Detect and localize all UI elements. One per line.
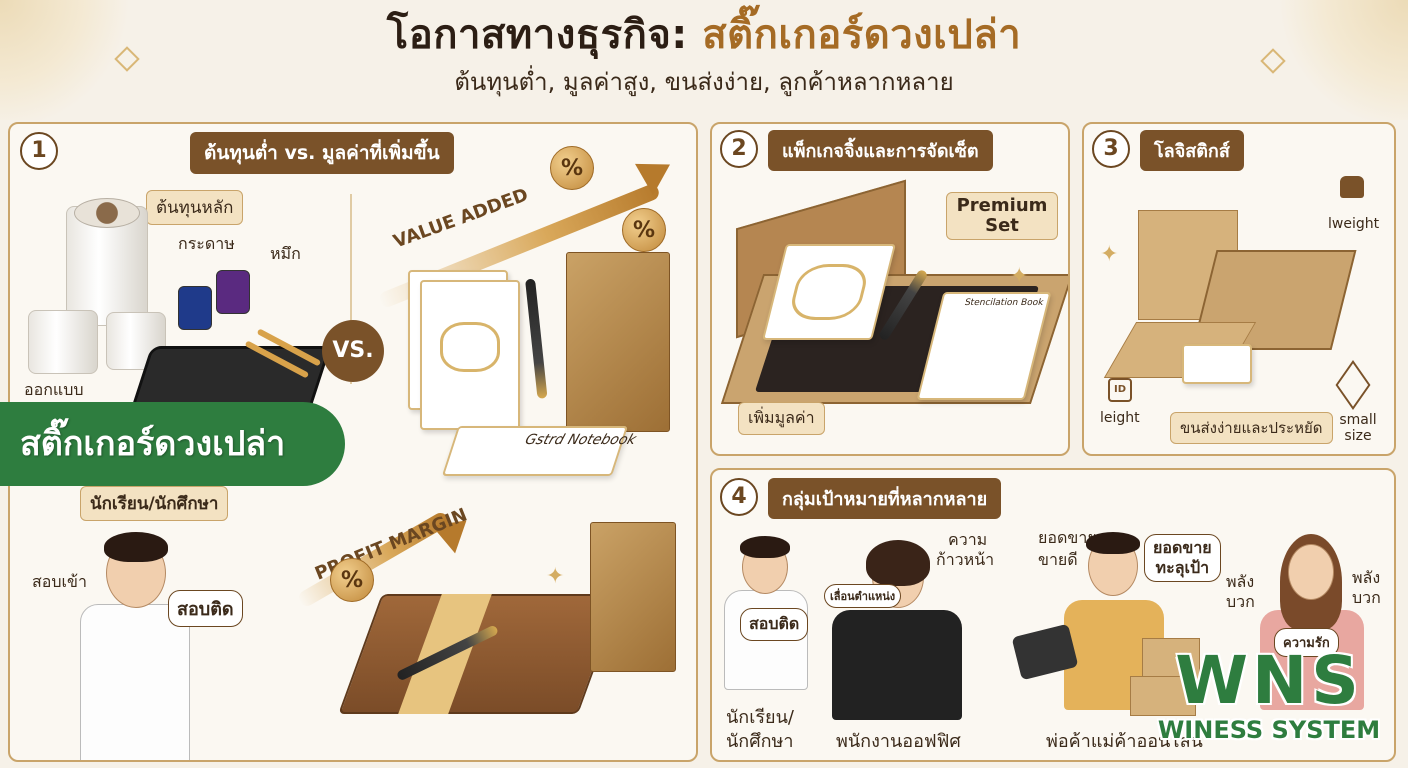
notebook-text: Gstrd Notebook [522, 432, 639, 448]
title-accent: สติ๊กเกอร์ดวงเปล่า [702, 12, 1022, 58]
panel-number-badge: 2 [720, 130, 758, 168]
sparkle-icon: ✦ [1010, 264, 1029, 289]
ink-label: หมึก [270, 244, 301, 263]
exam-enter-label: สอบเข้า [32, 572, 87, 591]
panel-heading: แพ็กเกจจิ้งและการจัดเซ็ต [768, 130, 993, 171]
wns-logo: WNS WINESS SYSTEM [1150, 646, 1388, 756]
office-suit [832, 610, 962, 720]
positive-right-1: พลัง [1352, 568, 1381, 587]
ornate-frame-icon [440, 322, 500, 372]
page-title: โอกาสทางธุรกิจ: สติ๊กเกอร์ดวงเปล่า [0, 6, 1408, 64]
positive-left-2: บวก [1226, 592, 1255, 611]
promotion-bubble: เลื่อนตำแหน่ง [824, 584, 902, 608]
weight-top-label: lweight [1328, 216, 1380, 232]
sparkle-icon: ✦ [546, 564, 565, 589]
student-label-2: นักศึกษา [726, 731, 794, 752]
doc-title: Stencilation Book [963, 298, 1045, 308]
small-size-label: small size [1339, 412, 1377, 444]
student-hair [740, 536, 790, 558]
woman-head [1288, 544, 1334, 600]
divider [350, 194, 352, 384]
sales-bubble: ยอดขาย ทะลุเป้า [1144, 534, 1221, 582]
parcel-box-icon [1142, 638, 1200, 682]
office-hair [866, 540, 930, 586]
gold-box-icon [590, 522, 676, 672]
panel-number-badge: 3 [1092, 130, 1130, 168]
love-bubble: ความรัก [1274, 628, 1339, 657]
parcel-box-icon [1130, 676, 1196, 716]
panel-number-badge: 4 [720, 478, 758, 516]
shipping-label: ขนส่งง่ายและประหยัด [1170, 412, 1333, 444]
sales-bubble-2: ทะลุเป้า [1155, 558, 1210, 577]
paper-roll-icon [28, 310, 98, 374]
merchant-hair [1086, 532, 1140, 554]
paper-label: กระดาษ [178, 234, 235, 253]
sales-bubble-1: ยอดขาย [1153, 538, 1212, 557]
office-label: พนักงานออฟฟิศ [836, 731, 961, 752]
corner-ornament-left [0, 0, 140, 120]
corner-ornament-right [1268, 0, 1408, 120]
header: โอกาสทางธุรกิจ: สติ๊กเกอร์ดวงเปล่า ต้นทุ… [0, 6, 1408, 100]
gold-box-icon [566, 252, 670, 432]
panel-logistics: 3 โลจิสติกส์ lweight ID leight ขนส่งง่าย… [1082, 122, 1396, 456]
weight-icon [1340, 176, 1364, 198]
panel-number-badge: 1 [20, 132, 58, 170]
panel-target-groups: 4 กลุ่มเป้าหมายที่หลากหลาย สอบติด นักเรี… [710, 468, 1396, 762]
panel-heading: กลุ่มเป้าหมายที่หลากหลาย [768, 478, 1002, 519]
progress-label-1: ความ [948, 530, 988, 549]
cube-icon [1335, 360, 1371, 410]
add-value-label: เพิ่มมูลค่า [738, 402, 825, 435]
ornate-frame-icon [787, 264, 871, 320]
logo-wordmark: WNS [1175, 642, 1363, 719]
vs-badge: VS. [322, 320, 384, 382]
panel-heading: ต้นทุนต่ำ vs. มูลค่าที่เพิ่มขึ้น [190, 132, 454, 174]
design-label: ออกแบบ [24, 380, 84, 399]
weight-id-icon: ID [1108, 378, 1132, 402]
exam-pass-bubble: สอบติด [168, 590, 243, 627]
ink-bottle-icon [178, 286, 212, 330]
percent-icon: % [550, 146, 594, 190]
sticker-card [1182, 344, 1252, 384]
page-subtitle: ต้นทุนต่ำ, มูลค่าสูง, ขนส่งง่าย, ลูกค้าห… [454, 68, 954, 96]
percent-icon: % [330, 558, 374, 602]
positive-left-1: พลัง [1226, 572, 1255, 591]
paper-roll-end-icon [74, 198, 140, 228]
sparkle-icon: ✦ [1100, 242, 1119, 267]
student-hair [104, 532, 168, 562]
student-shirt [80, 604, 190, 760]
sticker-title-banner: สติ๊กเกอร์ดวงเปล่า [0, 402, 345, 486]
merchant-label: พ่อค้าแม่ค้าออนไลน์ [1046, 731, 1203, 752]
panel-heading: โลจิสติกส์ [1140, 130, 1244, 171]
positive-right-2: บวก [1352, 588, 1381, 607]
percent-icon: % [622, 208, 666, 252]
student-bubble: สอบติด [740, 608, 809, 641]
weight-bottom-label: leight [1100, 410, 1140, 426]
logo-subtitle: WINESS SYSTEM [1157, 716, 1381, 744]
panel-packaging: 2 แพ็กเกจจิ้งและการจัดเซ็ต Premium Set S… [710, 122, 1070, 456]
progress-label-2: ก้าวหน้า [936, 550, 995, 569]
notebook-open-icon: Gstrd Notebook [441, 426, 638, 476]
fountain-pen-icon [525, 278, 548, 399]
sales-label-2: ขายดี [1038, 550, 1078, 569]
cost-label: ต้นทุนหลัก [146, 190, 244, 225]
sales-label-1: ยอดขาย [1038, 528, 1097, 547]
premium-set-label: Premium Set [946, 192, 1058, 240]
title-main: โอกาสทางธุรกิจ: [386, 12, 703, 58]
student-label-1: นักเรียน/ [726, 707, 794, 728]
notebook-card [420, 280, 520, 430]
student-label: นักเรียน/นักศึกษา [80, 486, 229, 521]
ink-bottle-icon [216, 270, 250, 314]
